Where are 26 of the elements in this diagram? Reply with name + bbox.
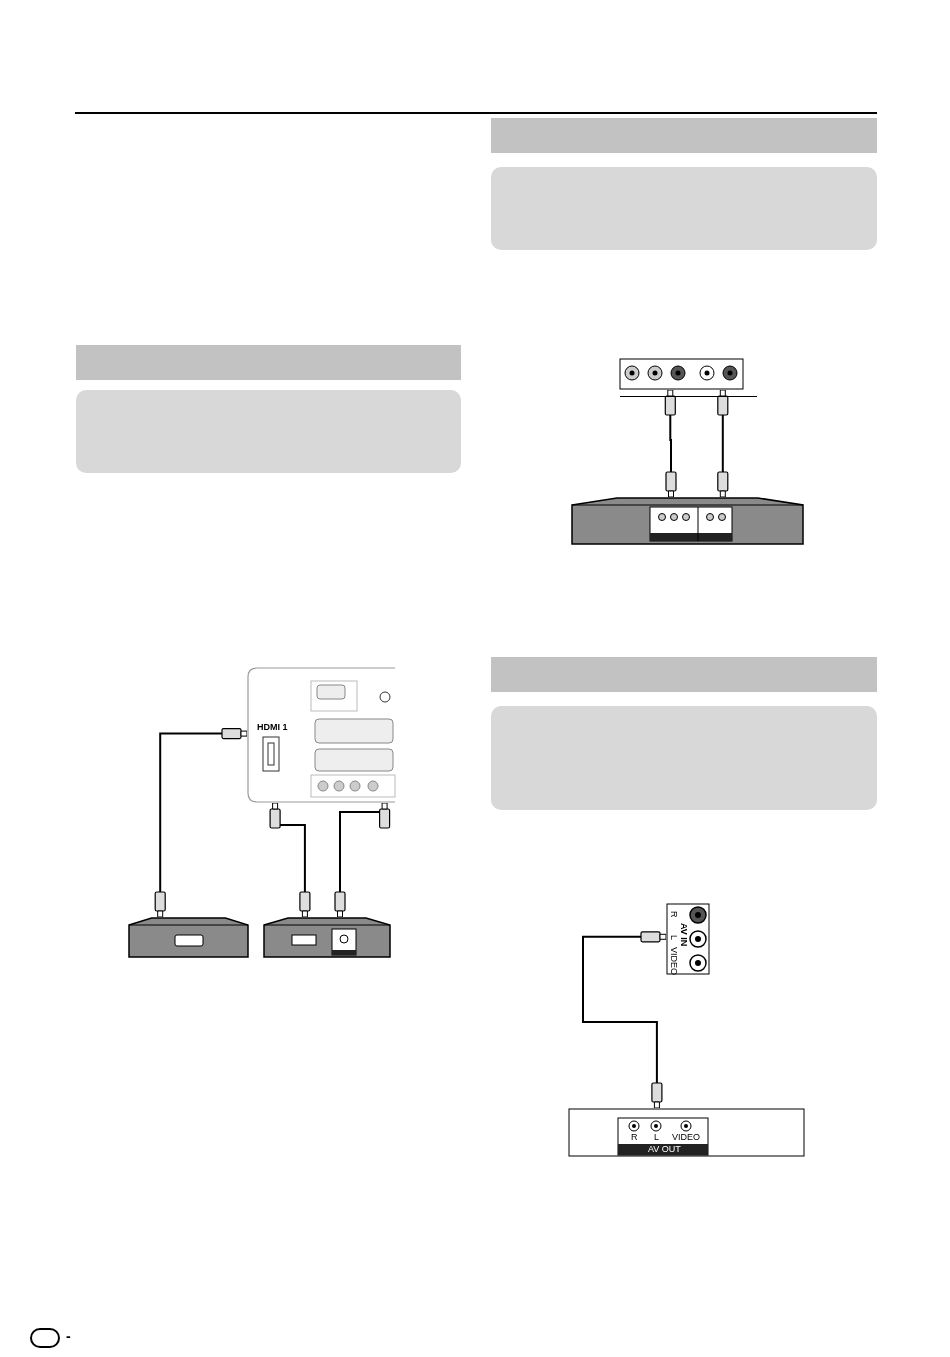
port-label: R [631,1133,638,1142]
cable [717,389,729,498]
cable [269,802,311,918]
port-label: R [669,911,678,918]
section-heading-bar [76,345,461,380]
jack-panel [619,358,744,390]
port-label: L [669,935,678,940]
cable [154,728,248,918]
port-label: VIDEO [669,947,678,975]
port-label: AV OUT [648,1145,681,1154]
port-label: AV IN [679,923,688,947]
av-in-panel [666,903,710,975]
cable [582,931,667,1109]
dash: - [66,1328,72,1344]
cable [334,802,391,918]
tv-connector-panel [247,667,395,803]
port-label: HDMI 1 [257,723,288,732]
cable [664,389,677,498]
device-box [570,497,805,545]
port-label: L [654,1133,659,1142]
section-heading-bar [491,118,877,153]
device-box [568,1108,805,1157]
device-box [262,917,392,958]
section-heading-bar [491,657,877,692]
device-box [127,917,250,958]
port-label: VIDEO [672,1133,700,1142]
